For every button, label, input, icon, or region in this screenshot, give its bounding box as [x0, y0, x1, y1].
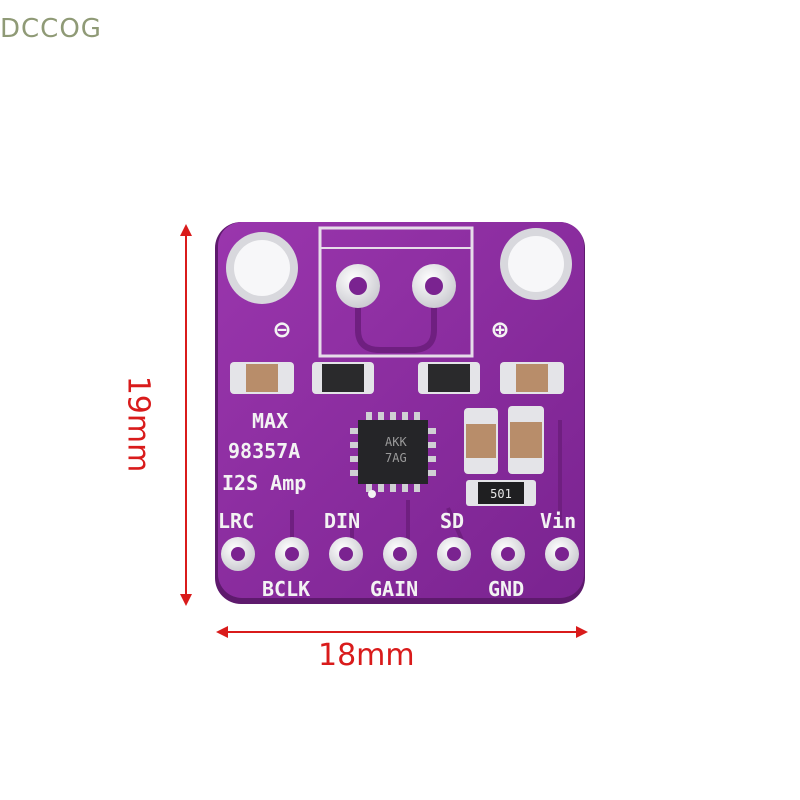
- pin-label-gain: GAIN: [370, 577, 418, 601]
- chip-marking-line-1: AKK: [385, 435, 407, 449]
- speaker-pad-minus: [336, 264, 380, 308]
- capacitor-c1: [230, 362, 294, 394]
- pin-label-sd: SD: [440, 509, 464, 533]
- mounting-hole-left: [226, 232, 298, 304]
- mounting-hole-right: [500, 228, 572, 300]
- pcb-board: ⊖ ⊕ MAX 98357A I2S Amp: [215, 222, 585, 604]
- model-line-2: 98357A: [228, 439, 300, 463]
- ic-chip: AKK 7AG: [350, 412, 436, 492]
- resistor-marking: 501: [490, 487, 512, 501]
- diode-d2: [418, 362, 480, 394]
- capacitor-c4: [508, 406, 544, 474]
- capacitor-c2: [500, 362, 564, 394]
- diode-d1: [312, 362, 374, 394]
- polarity-plus-symbol: ⊕: [492, 315, 508, 345]
- capacitor-c3: [464, 408, 498, 474]
- watermark: DCCOG: [0, 14, 102, 44]
- model-line-1: MAX: [252, 409, 288, 433]
- height-dimension-label: 19mm: [120, 375, 156, 473]
- pin-label-bclk: BCLK: [262, 577, 310, 601]
- pin-label-din: DIN: [324, 509, 360, 533]
- pin-label-vin: Vin: [540, 509, 576, 533]
- chip-marking-line-2: 7AG: [385, 451, 407, 465]
- speaker-pad-plus: [412, 264, 456, 308]
- header-pin-row: [221, 537, 579, 571]
- polarity-minus-symbol: ⊖: [274, 315, 290, 345]
- resistor-r1: 501: [466, 480, 536, 506]
- width-dimension-label: 18mm: [318, 638, 415, 673]
- model-line-3: I2S Amp: [222, 471, 306, 495]
- pin-label-gnd: GND: [488, 577, 524, 601]
- pin-label-lrc: LRC: [218, 509, 254, 533]
